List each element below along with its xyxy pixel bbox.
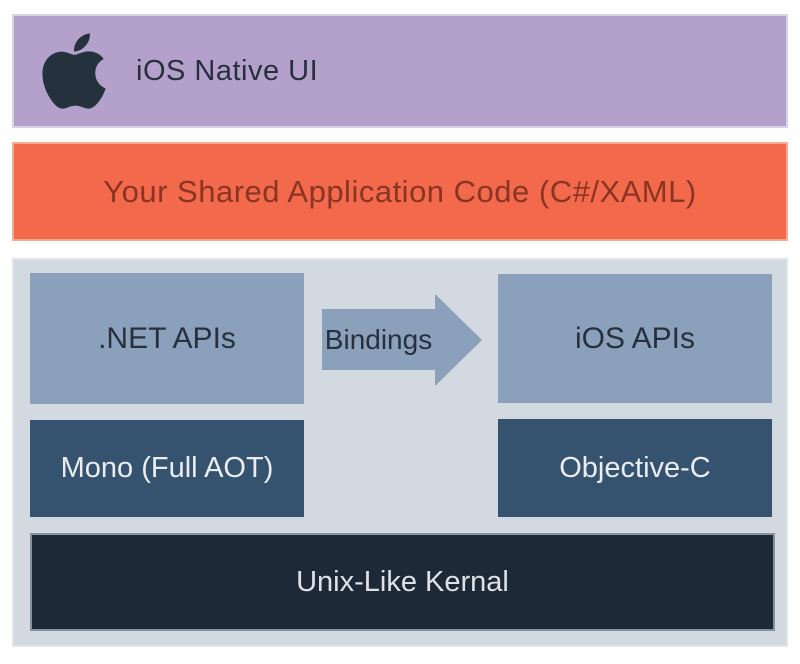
objective-c-box: Objective-C — [498, 419, 772, 517]
mono-label: Mono (Full AOT) — [60, 452, 274, 484]
bindings-label: Bindings — [324, 323, 433, 355]
ios-apis-label: iOS APIs — [574, 321, 696, 355]
bindings-arrow-body: Bindings — [322, 309, 435, 370]
layer-shared-code: Your Shared Application Code (C#/XAML) — [12, 142, 788, 241]
ios-apis-box: iOS APIs — [498, 274, 772, 403]
kernel-label: Unix-Like Kernal — [296, 565, 509, 598]
mono-box: Mono (Full AOT) — [30, 420, 304, 517]
apple-icon — [42, 33, 106, 109]
layer-native-ui: iOS Native UI — [12, 14, 788, 128]
shared-code-label: Your Shared Application Code (C#/XAML) — [103, 173, 697, 209]
objective-c-label: Objective-C — [559, 451, 711, 484]
bindings-arrow: Bindings — [322, 293, 482, 386]
native-ui-label: iOS Native UI — [136, 54, 319, 87]
layer-runtime-container: .NET APIs Bindings iOS APIs Mono (Full A… — [12, 258, 788, 647]
net-apis-label: .NET APIs — [98, 321, 236, 355]
kernel-box: Unix-Like Kernal — [30, 533, 775, 631]
net-apis-box: .NET APIs — [30, 273, 304, 404]
bindings-arrow-head-icon — [435, 293, 482, 386]
